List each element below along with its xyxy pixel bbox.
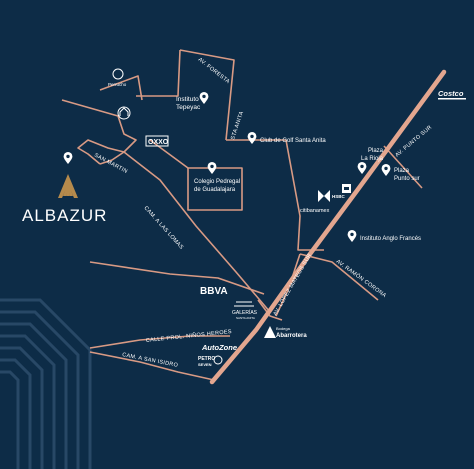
location-pin-icon bbox=[63, 152, 73, 164]
citibanamex-logo: citibanamex bbox=[300, 208, 330, 214]
svg-text:GALERÍAS: GALERÍAS bbox=[232, 309, 258, 316]
place-plaza-la-rioja[interactable]: Plaza La Rioja bbox=[357, 148, 384, 174]
svg-text:Abarrotera: Abarrotera bbox=[276, 333, 307, 339]
home-depot-logo bbox=[342, 184, 351, 193]
place-label: de Guadalajara bbox=[194, 187, 236, 193]
svg-text:Perrucho: Perrucho bbox=[108, 82, 127, 87]
location-pin-icon bbox=[247, 132, 257, 144]
label-san-martin: SAN MARTIN bbox=[93, 152, 128, 175]
svg-text:SEVEN: SEVEN bbox=[198, 362, 212, 367]
label-av-foresta: AV. FORESTA bbox=[197, 57, 231, 85]
costco-logo: Costco bbox=[438, 89, 466, 100]
road-san-martin bbox=[61, 99, 137, 153]
location-pin-icon bbox=[357, 162, 367, 174]
svg-text:OXXO: OXXO bbox=[148, 139, 169, 146]
svg-text:PETRO: PETRO bbox=[198, 356, 215, 362]
place-label: Colegio Pedregal bbox=[194, 179, 240, 185]
place-instituto-tepeyac[interactable]: Instituto Tepeyac bbox=[176, 92, 209, 111]
svg-text:Bodega: Bodega bbox=[276, 326, 291, 331]
label-av-lopez-mateos: AV. LÓPEZ MATEOS SUR bbox=[272, 252, 314, 317]
label-calle-prol: CALLE PROL. NIÑOS HEROES bbox=[145, 328, 232, 344]
location-pin-icon bbox=[199, 92, 209, 104]
place-label: Plaza bbox=[394, 168, 410, 174]
label-sta-anita: STA ANITA bbox=[230, 110, 245, 140]
road-network bbox=[61, 49, 423, 381]
svg-text:HSBC: HSBC bbox=[332, 194, 346, 199]
location-pin-icon bbox=[207, 162, 217, 174]
decorative-pattern bbox=[0, 298, 92, 469]
svg-text:BBVA: BBVA bbox=[200, 286, 228, 297]
hsbc-logo: HSBC bbox=[318, 190, 346, 202]
autozone-logo: AutoZone bbox=[201, 343, 237, 352]
svg-text:Costco: Costco bbox=[438, 89, 464, 98]
place-colegio-pedregal[interactable]: Colegio Pedregal de Guadalajara bbox=[194, 162, 240, 193]
brand-name: ALBAZUR bbox=[22, 206, 107, 225]
abarrotera-logo: Bodega Abarrotera bbox=[264, 326, 307, 339]
place-club-golf[interactable]: Club de Golf Santa Anita bbox=[247, 132, 327, 144]
place-label: La Rioja bbox=[361, 156, 384, 162]
place-label: Tepeyac bbox=[176, 104, 201, 111]
place-label: Instituto bbox=[176, 96, 199, 103]
road-cam-san-isidro bbox=[89, 351, 215, 381]
place-label: Punto sur bbox=[394, 176, 420, 182]
road-calle-prol bbox=[89, 335, 230, 349]
road-av-lopez-mateos bbox=[209, 69, 447, 385]
place-plaza-punto-sur[interactable]: Plaza Punto sur bbox=[381, 164, 420, 182]
road-av-foresta bbox=[179, 49, 235, 141]
albazur-logo: ALBAZUR bbox=[22, 174, 107, 225]
road-sta-anita bbox=[226, 139, 324, 251]
label-cam-lomas: CAM. A LAS LOMAS bbox=[143, 205, 185, 251]
church-icon bbox=[117, 106, 131, 120]
place-instituto-anglo[interactable]: Instituto Anglo Francés bbox=[347, 230, 421, 242]
road-av-punto-sur bbox=[383, 145, 423, 189]
place-label: Instituto Anglo Francés bbox=[360, 236, 421, 242]
location-pin-icon bbox=[347, 230, 357, 242]
oxxo-logo: OXXO bbox=[145, 135, 169, 147]
location-pin-icon bbox=[381, 164, 391, 176]
bbva-logo: BBVA bbox=[200, 286, 228, 297]
place-label: Club de Golf Santa Anita bbox=[260, 138, 326, 144]
place-label: Plaza bbox=[368, 148, 384, 154]
road-cam-lomas bbox=[123, 151, 271, 313]
svg-text:AutoZone: AutoZone bbox=[201, 343, 237, 352]
petro-seven-logo: PETRO SEVEN bbox=[198, 355, 223, 367]
svg-text:SANTA ANITA: SANTA ANITA bbox=[236, 316, 255, 320]
perrucho-logo: Perrucho bbox=[108, 68, 127, 87]
galerias-logo: GALERÍAS SANTA ANITA bbox=[232, 301, 258, 320]
label-av-ramon-corona: AV. RAMÓN CORONA bbox=[335, 258, 388, 299]
svg-text:citibanamex: citibanamex bbox=[300, 208, 330, 214]
place-albazur-pin[interactable] bbox=[63, 152, 73, 164]
